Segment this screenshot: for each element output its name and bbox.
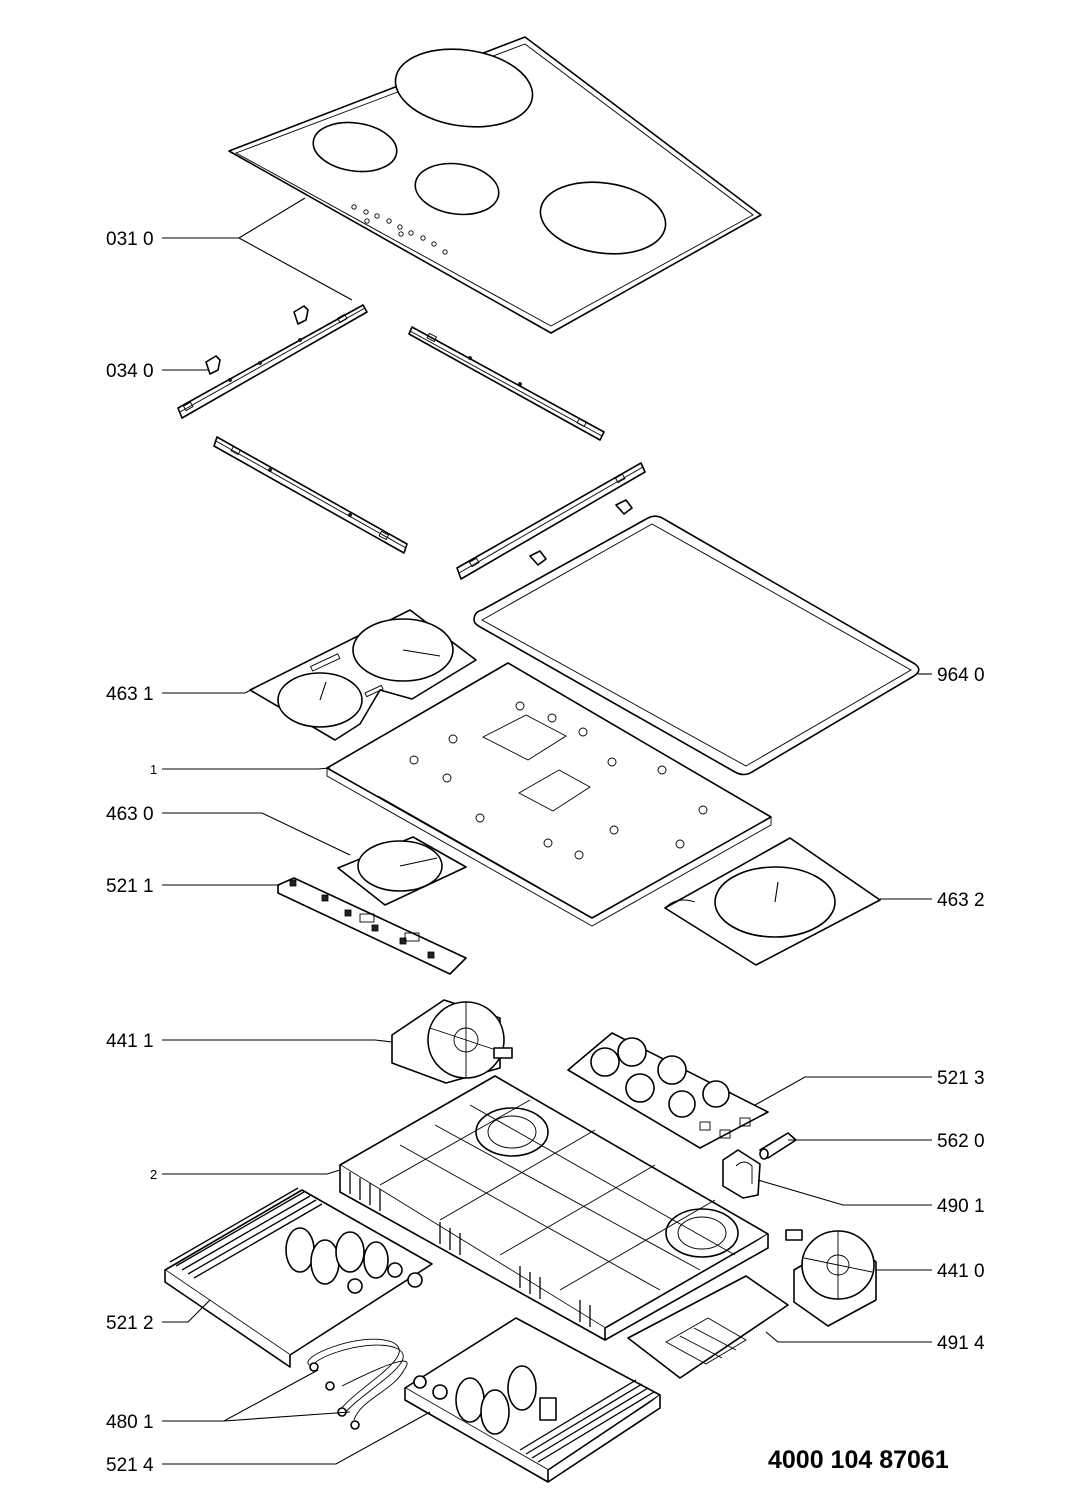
cooling-fan-upper: [391, 999, 513, 1084]
power-board-left: [164, 1187, 433, 1368]
label-490-1: 490 1: [937, 1196, 985, 1217]
fuse: [759, 1132, 797, 1160]
housing-vent-fins: [349, 1172, 591, 1327]
label-562-0: 562 0: [937, 1131, 985, 1152]
label-521-4: 521 4: [106, 1455, 154, 1476]
bottom-housing: [339, 1075, 769, 1341]
frame-rail-left-back: [213, 436, 408, 554]
label-2: 2: [150, 1167, 157, 1182]
touch-controls: [351, 204, 448, 255]
document-number: 4000 104 87061: [768, 1446, 949, 1474]
label-463-1: 463 1: [106, 684, 154, 705]
label-441-0: 441 0: [937, 1261, 985, 1282]
label-463-0: 463 0: [106, 804, 154, 825]
support-plate: [326, 662, 772, 927]
label-441-1: 441 1: [106, 1031, 154, 1052]
control-board: [277, 877, 467, 975]
filter-cover: [627, 1275, 789, 1379]
label-521-2: 521 2: [106, 1313, 154, 1334]
power-board-bottom: [404, 1317, 661, 1483]
power-board-right: [567, 1032, 769, 1149]
label-031-0: 031 0: [106, 229, 154, 250]
heatsink-fins-right: [519, 1379, 655, 1463]
label-521-1: 521 1: [106, 876, 154, 897]
glass-cooktop: [228, 36, 762, 334]
label-463-2: 463 2: [937, 890, 985, 911]
induction-coil-small: [337, 836, 467, 906]
gasket-seal: [473, 515, 920, 776]
heatsink-fins-left: [169, 1187, 323, 1279]
leader-lines: [162, 197, 932, 1465]
clip-bracket: [205, 305, 309, 375]
callout-labels: 031 0 034 0 463 1 1 463 0 521 1 441 1 2 …: [106, 229, 985, 1476]
wire-harness: [307, 1338, 408, 1430]
induction-coil-large: [664, 837, 881, 966]
label-034-0: 034 0: [106, 361, 154, 382]
frame-rail-right-back: [408, 326, 605, 441]
label-964-0: 964 0: [937, 665, 985, 686]
label-491-4: 491 4: [937, 1333, 985, 1354]
label-480-1: 480 1: [106, 1412, 154, 1433]
induction-coil-plate-dual: [249, 609, 477, 741]
frame-rail-left-front: [177, 304, 368, 419]
label-521-3: 521 3: [937, 1068, 985, 1089]
frame-rail-right-front: [456, 462, 646, 580]
label-1: 1: [150, 762, 157, 777]
fuse-holder: [722, 1149, 761, 1199]
cooling-fan-lower: [785, 1229, 877, 1327]
